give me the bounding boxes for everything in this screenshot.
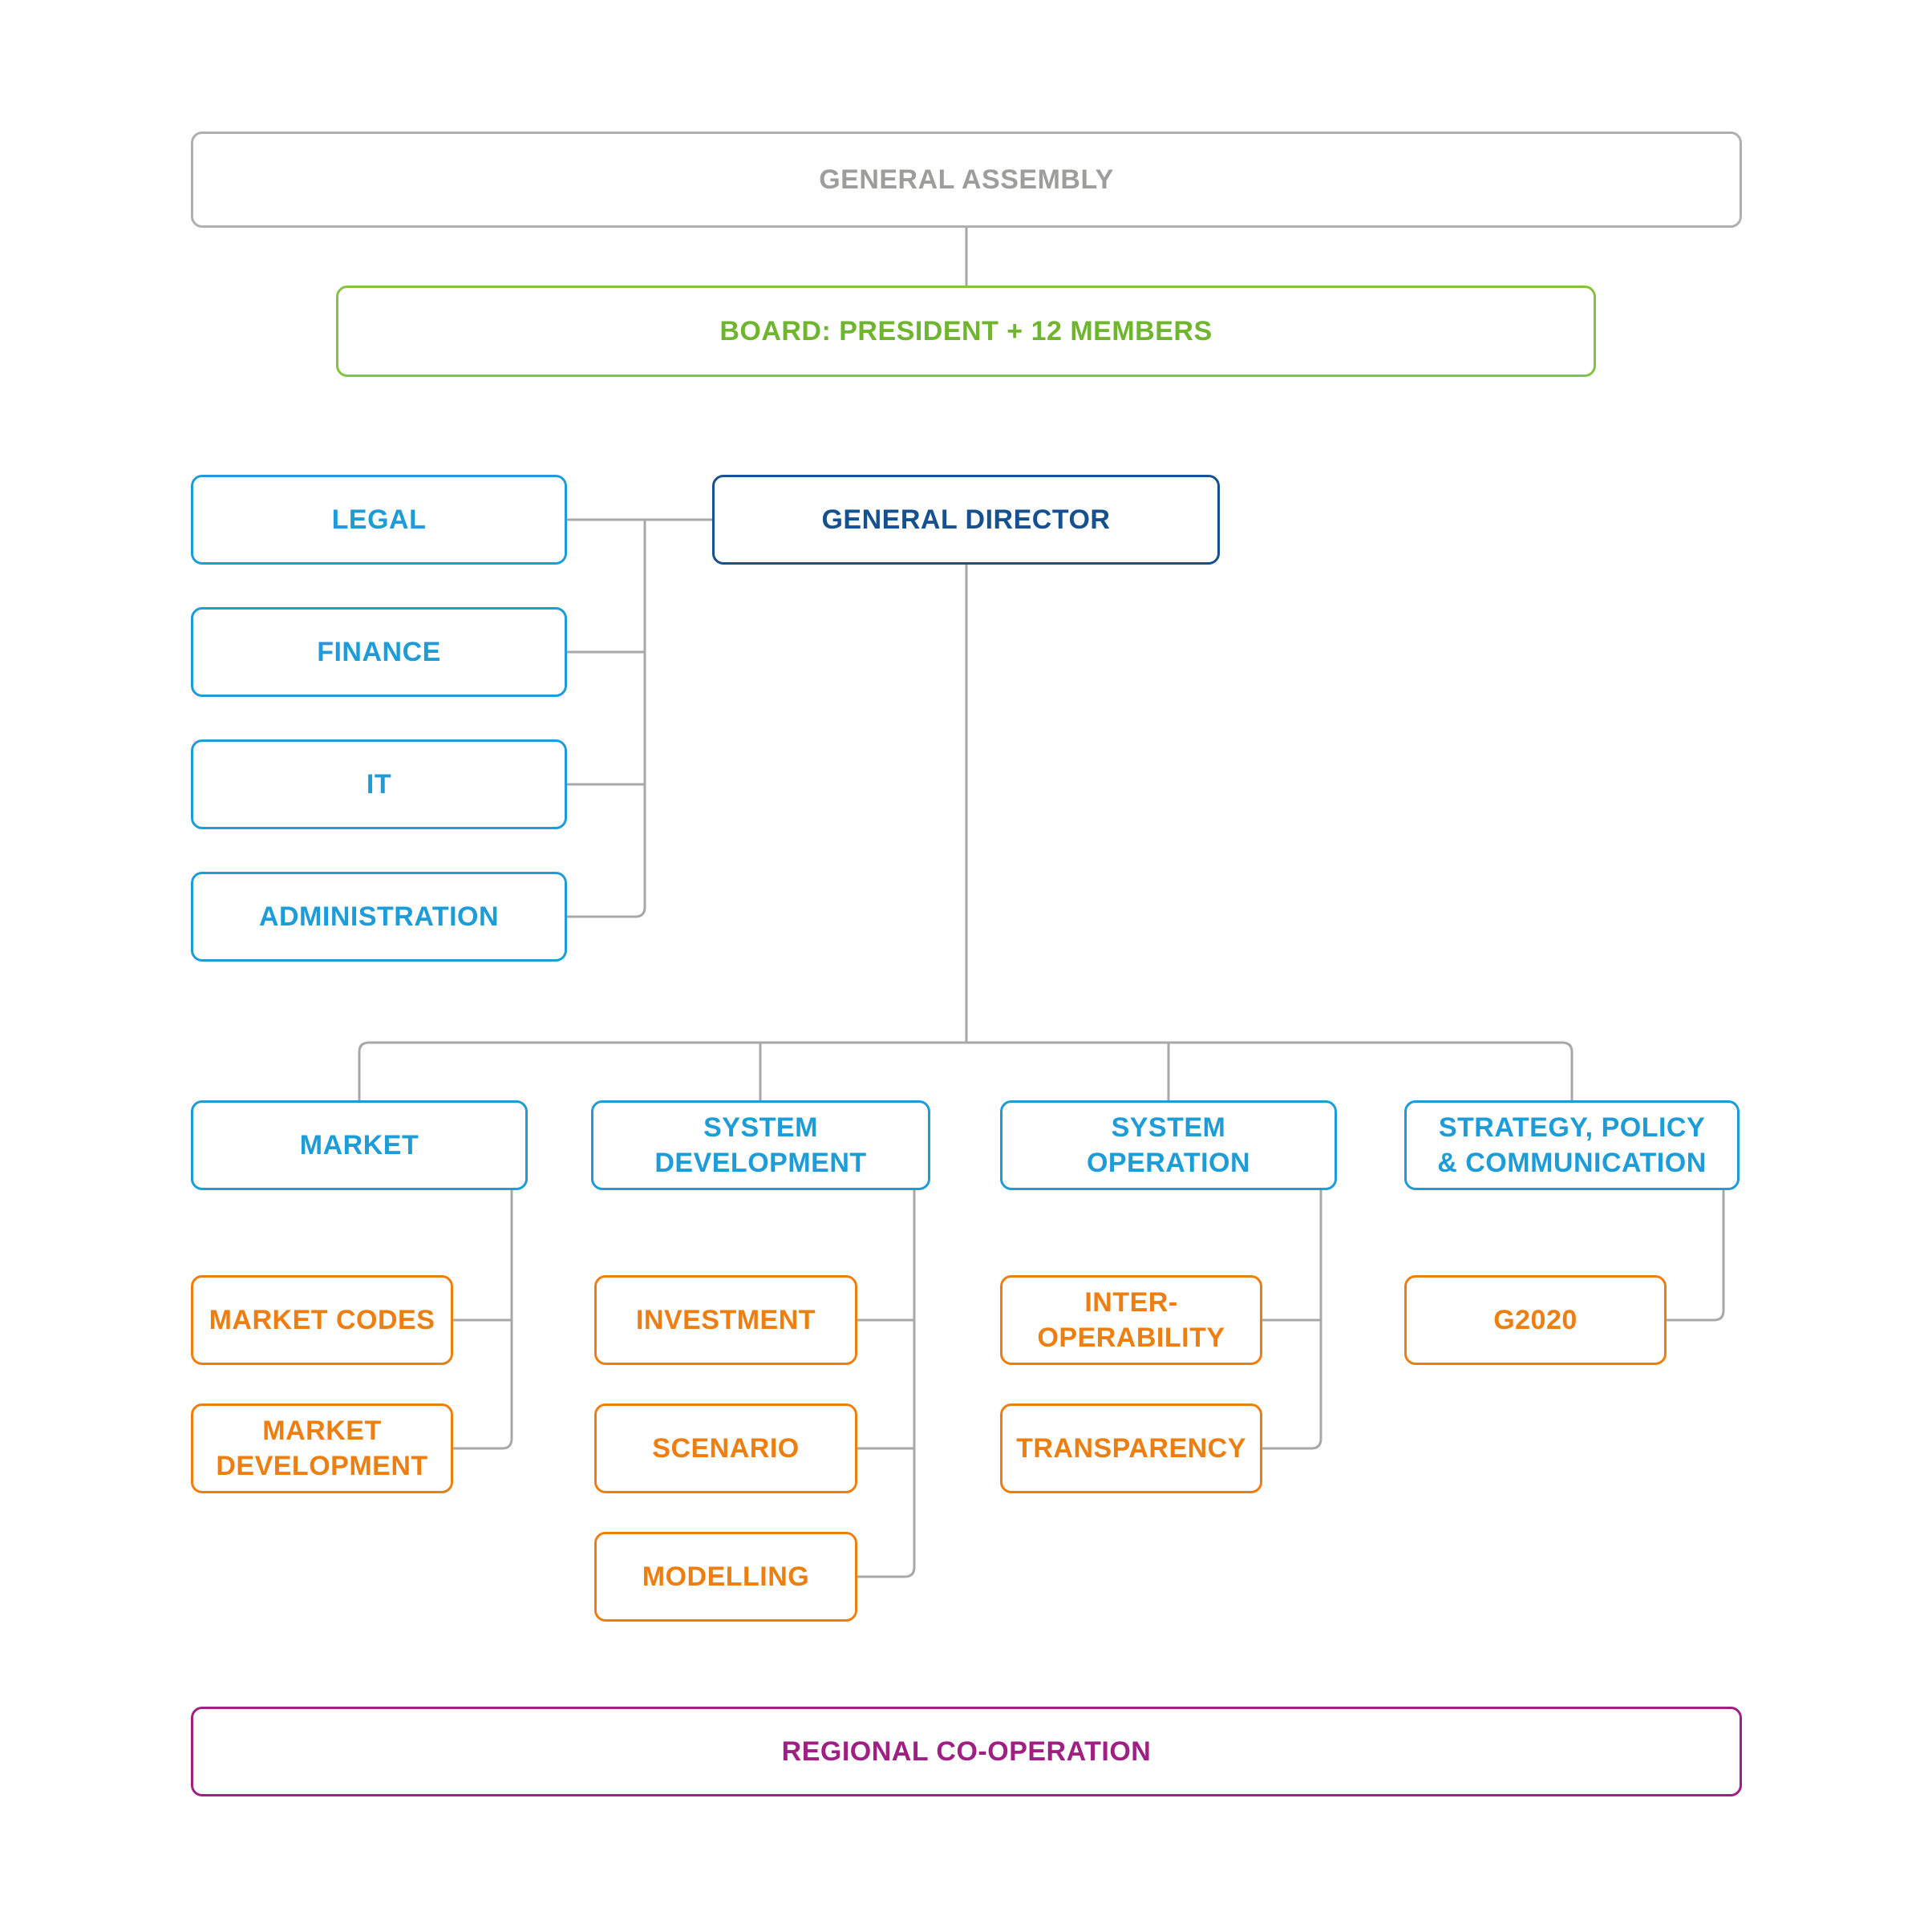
scenario-label: SCENARIO (652, 1433, 800, 1464)
general-director-label: GENERAL DIRECTOR (821, 504, 1111, 535)
board-label: BOARD: PRESIDENT + 12 MEMBERS (719, 316, 1213, 346)
market-codes-label: MARKET CODES (209, 1305, 435, 1335)
g2020-label: G2020 (1493, 1305, 1578, 1335)
node-strategy-policy-communication: STRATEGY, POLICY & COMMUNICATION (1404, 1100, 1740, 1190)
transparency-label: TRANSPARENCY (1016, 1433, 1246, 1464)
node-general-director: GENERAL DIRECTOR (712, 475, 1220, 565)
market-development-label: MARKET DEVELOPMENT (216, 1416, 428, 1481)
node-system-development: SYSTEM DEVELOPMENT (591, 1100, 930, 1190)
connector-system-operation-teams (1262, 1190, 1322, 1450)
node-modelling: MODELLING (594, 1532, 857, 1622)
finance-label: FINANCE (317, 637, 441, 667)
node-transparency: TRANSPARENCY (1000, 1403, 1262, 1493)
connector-market-teams (453, 1190, 513, 1450)
node-g2020: G2020 (1404, 1275, 1667, 1365)
system-operation-label: SYSTEM OPERATION (1086, 1112, 1251, 1178)
it-label: IT (366, 769, 392, 800)
administration-label: ADMINISTRATION (258, 901, 500, 932)
connector-support-trunk (567, 520, 646, 918)
node-investment: INVESTMENT (594, 1275, 857, 1365)
node-administration: ADMINISTRATION (191, 872, 567, 962)
node-it: IT (191, 739, 567, 829)
connector-system-development-teams (857, 1190, 916, 1578)
market-label: MARKET (299, 1130, 419, 1160)
node-system-operation: SYSTEM OPERATION (1000, 1100, 1337, 1190)
general-assembly-label: GENERAL ASSEMBLY (819, 164, 1114, 195)
node-interoperability: INTER- OPERABILITY (1000, 1275, 1262, 1365)
strategy-policy-communication-label: STRATEGY, POLICY & COMMUNICATION (1437, 1112, 1707, 1178)
node-market-codes: MARKET CODES (191, 1275, 453, 1365)
node-general-assembly: GENERAL ASSEMBLY (191, 132, 1742, 228)
node-market: MARKET (191, 1100, 528, 1190)
investment-label: INVESTMENT (635, 1305, 816, 1335)
modelling-label: MODELLING (642, 1561, 810, 1592)
node-regional-cooperation: REGIONAL CO-OPERATION (191, 1707, 1742, 1796)
node-finance: FINANCE (191, 607, 567, 697)
legal-label: LEGAL (331, 504, 427, 535)
interoperability-label: INTER- OPERABILITY (1037, 1287, 1225, 1353)
node-market-development: MARKET DEVELOPMENT (191, 1403, 453, 1493)
node-board: BOARD: PRESIDENT + 12 MEMBERS (336, 286, 1596, 377)
regional-cooperation-label: REGIONAL CO-OPERATION (781, 1736, 1152, 1767)
connector-director-departments (358, 565, 1574, 1100)
node-legal: LEGAL (191, 475, 567, 565)
system-development-label: SYSTEM DEVELOPMENT (654, 1112, 867, 1178)
node-scenario: SCENARIO (594, 1403, 857, 1493)
connector-strategy-teams (1667, 1190, 1725, 1322)
